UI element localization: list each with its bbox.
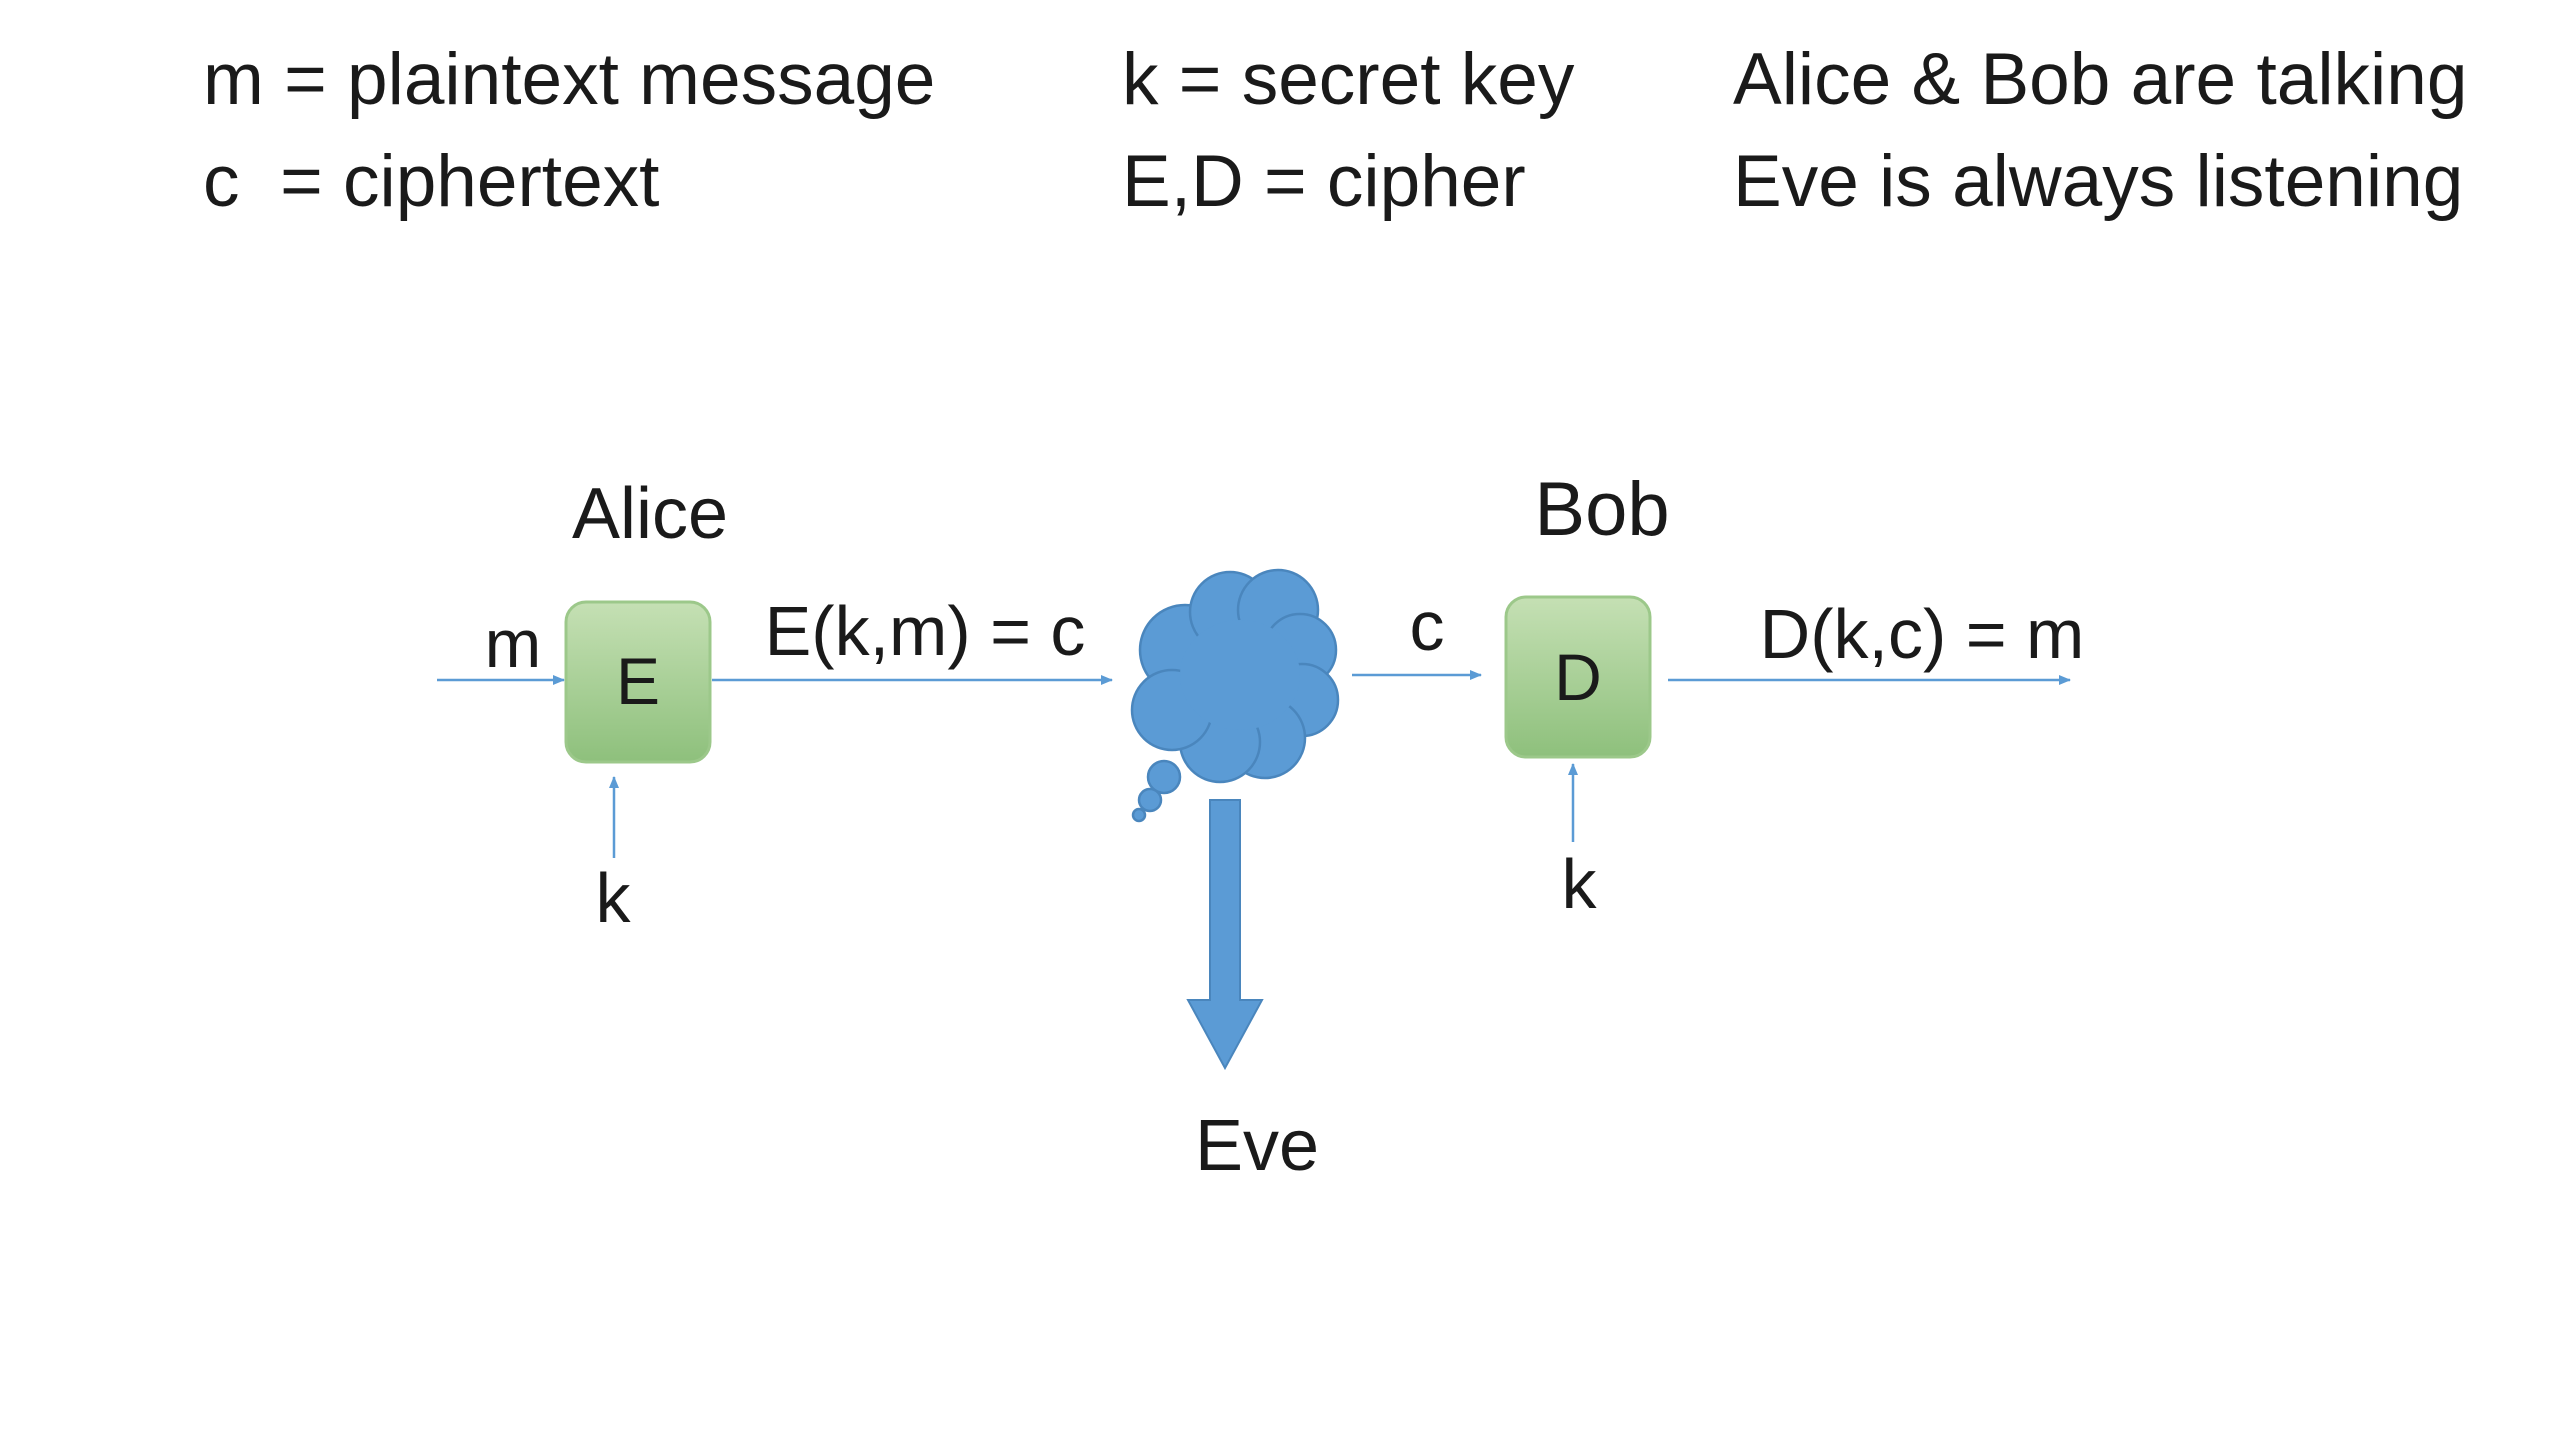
alice-input-label: m — [485, 606, 542, 682]
eavesdropper-cloud — [1130, 568, 1340, 823]
bob-input-label: c — [1410, 587, 1445, 665]
decrypt-box-label: D — [1554, 640, 1602, 714]
legend-key-definition: k = secret key — [1122, 39, 1575, 120]
bob-key-label: k — [1562, 845, 1598, 923]
decryption-formula-label: D(k,c) = m — [1760, 595, 2085, 673]
bob-label: Bob — [1534, 467, 1669, 552]
encrypt-box — [564, 600, 712, 764]
legend-cipher-definition: E,D = cipher — [1122, 141, 1526, 222]
legend-alice-bob-note: Alice & Bob are talking — [1733, 39, 2468, 120]
alice-key-label: k — [596, 859, 632, 937]
encryption-formula-label: E(k,m) = c — [765, 592, 1086, 670]
eve-label: Eve — [1195, 1106, 1319, 1186]
encrypt-box-label: E — [616, 644, 660, 718]
legend-ciphertext-definition: c = ciphertext — [203, 141, 660, 222]
legend-eve-note: Eve is always listening — [1733, 141, 2464, 222]
decrypt-box — [1504, 595, 1652, 759]
legend-plaintext-definition: m = plaintext message — [203, 39, 936, 120]
alice-label: Alice — [572, 474, 728, 554]
eve-intercept-arrow — [1186, 799, 1264, 1071]
